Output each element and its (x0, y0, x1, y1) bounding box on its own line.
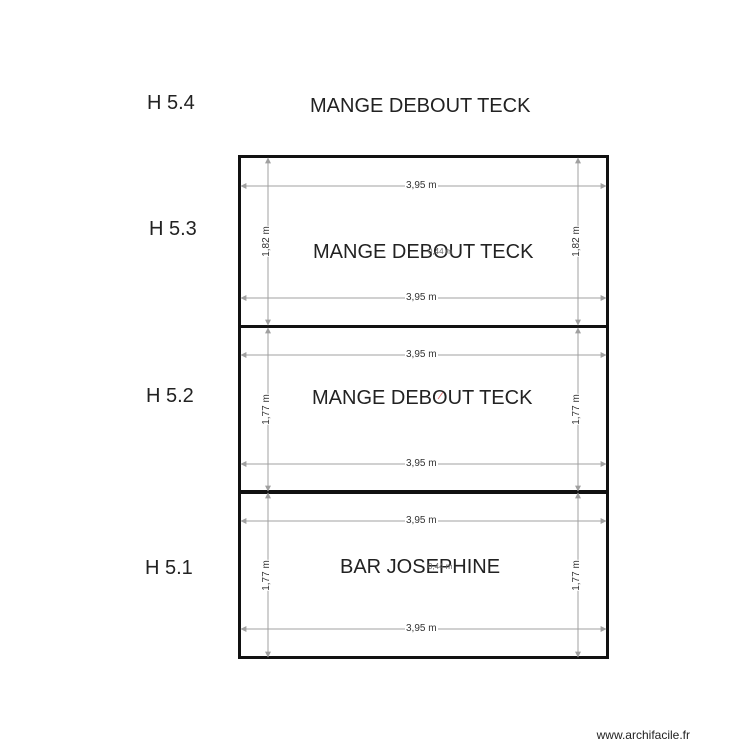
room2-bottom-width: 3,95 m (405, 458, 438, 469)
room2-left-height: 1,77 m (260, 394, 272, 425)
room1-name: MANGE DEBOUT TECK (313, 241, 534, 263)
room-h51[interactable] (238, 490, 609, 659)
room3-bottom-width: 3,95 m (405, 623, 438, 634)
room3-top-width: 3,95 m (405, 515, 438, 526)
room1-inner-dim: 0,44 m (428, 247, 453, 256)
footer-credit: www.archifacile.fr (596, 728, 690, 742)
top-title: MANGE DEBOUT TECK (310, 95, 531, 117)
room2-top-width: 3,95 m (405, 349, 438, 360)
level-label-h51: H 5.1 (145, 557, 193, 579)
room2-right-height: 1,77 m (570, 394, 582, 425)
level-label-h54: H 5.4 (147, 92, 195, 114)
room3-name: BAR JOSEPHINE (340, 556, 501, 578)
room3-left-height: 1,77 m (260, 560, 272, 591)
room3-right-height: 1,77 m (570, 560, 582, 591)
room1-right-height: 1,82 m (570, 226, 582, 257)
red-mark (437, 391, 444, 400)
room1-bottom-width: 3,95 m (405, 292, 438, 303)
room1-top-width: 3,95 m (405, 180, 438, 191)
room3-inner-dim: 0,44 m (428, 562, 453, 571)
room1-left-height: 1,82 m (260, 226, 272, 257)
level-label-h53: H 5.3 (149, 218, 197, 240)
room2-name: MANGE DEBOUT TECK (312, 387, 533, 409)
level-label-h52: H 5.2 (146, 385, 194, 407)
